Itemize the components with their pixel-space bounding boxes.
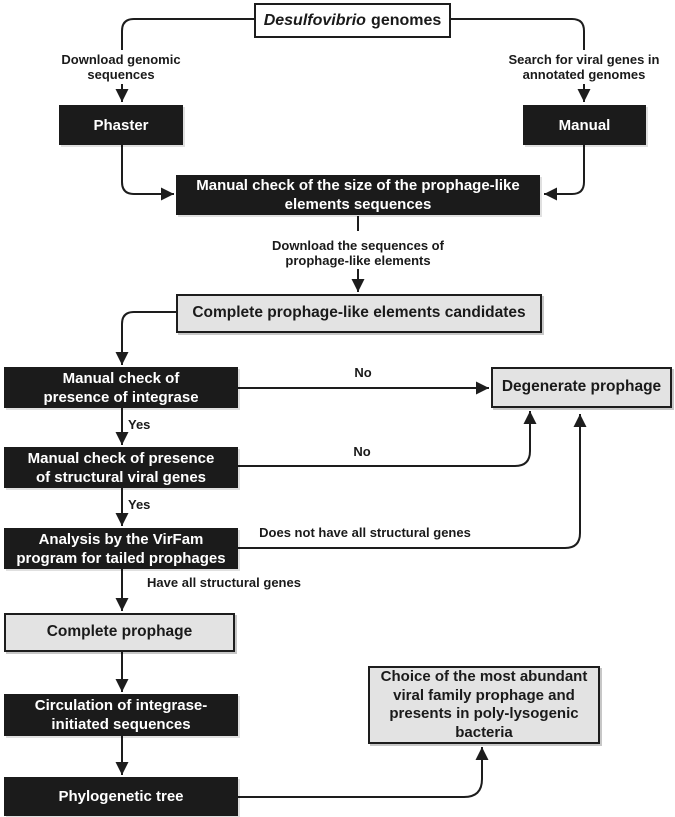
edge-phaster-to-size-check [121,145,174,201]
node-candidates: Complete prophage-like elements candidat… [176,294,542,333]
node-virfam-analysis: Analysis by the VirFam program for taile… [4,528,238,569]
edge-title-to-right [451,18,585,50]
label-download-genomic: Download genomic sequences [61,52,181,82]
edge-manual-to-size-check [544,145,585,201]
title-rest: genomes [371,11,442,29]
edge-phylo-to-choice [238,747,489,798]
node-complete-prophage: Complete prophage [4,613,235,652]
label-have-all: Have all structural genes [147,575,301,590]
edge-candidates-to-integrase [115,311,176,365]
label-no-integrase: No [354,365,372,380]
label-does-not-have-all: Does not have all structural genes [259,525,471,540]
edge-title-to-left [121,18,254,50]
node-choice-abundant: Choice of the most abundant viral family… [368,666,600,744]
node-size-check: Manual check of the size of the prophage… [176,175,540,215]
genus-name-italic: Desulfovibrio [263,11,366,29]
node-structural-check: Manual check of presence of structural v… [4,447,238,488]
label-no-structural: No [353,444,371,459]
node-integrase-check: Manual check of presence of integrase [4,367,238,408]
edge-no-structural-to-degenerate [238,411,537,467]
label-search-viral: Search for viral genes in annotated geno… [508,52,660,82]
node-degenerate-prophage: Degenerate prophage [491,367,672,408]
edge-virfam-to-degenerate [238,414,587,549]
node-manual: Manual [523,105,646,145]
label-yes-integrase: Yes [128,417,151,432]
node-desulfovibrio-genomes: Desulfovibrio genomes [254,3,451,38]
label-yes-structural: Yes [128,497,151,512]
node-circulation: Circulation of integrase- initiated sequ… [4,694,238,736]
node-phylogenetic-tree: Phylogenetic tree [4,777,238,816]
node-phaster: Phaster [59,105,183,145]
label-download-sequences: Download the sequences of prophage-like … [272,238,444,268]
